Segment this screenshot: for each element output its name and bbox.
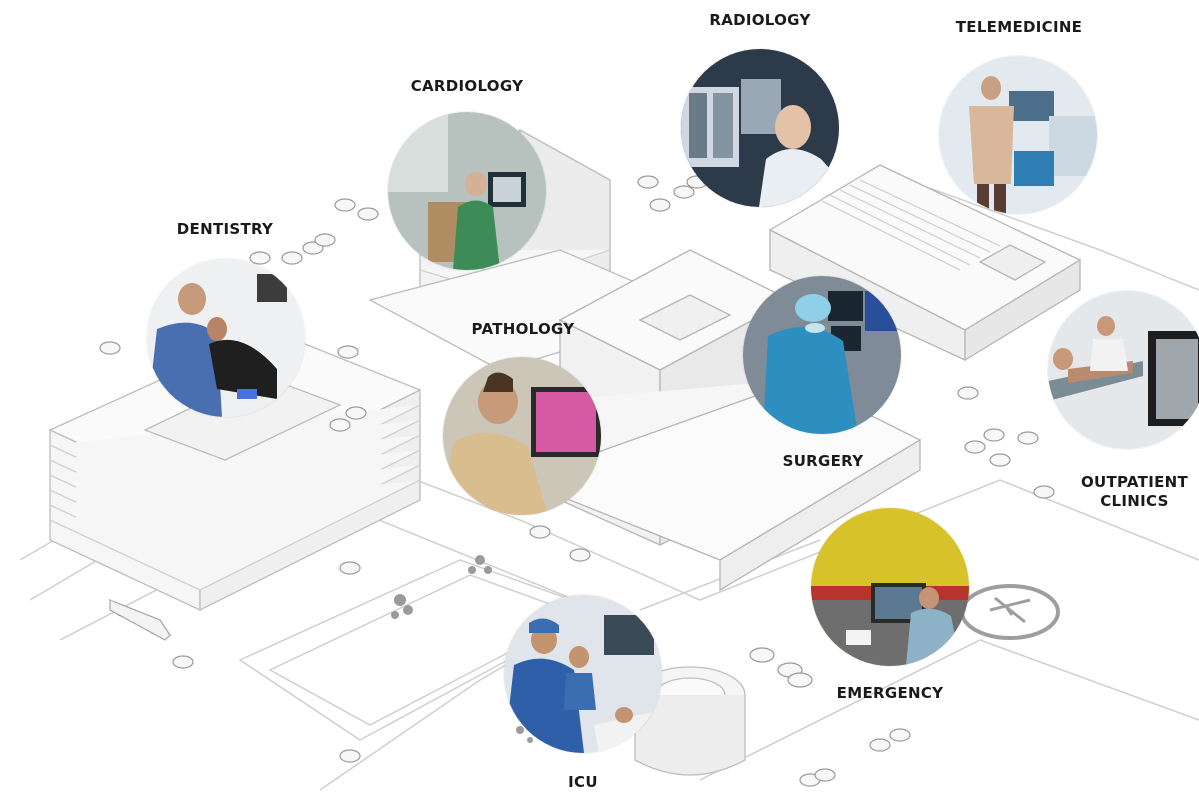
dentistry-photo (147, 259, 305, 417)
pathology-label: PATHOLOGY (471, 320, 575, 338)
surgery-photo (743, 276, 901, 434)
radiology-photo (681, 49, 839, 207)
cars (99, 175, 1055, 787)
telemedicine-label: TELEMEDICINE (955, 18, 1083, 36)
outpatient-clinics-photo (1048, 291, 1199, 449)
surgery-label: SURGERY (782, 452, 864, 470)
cardiology-photo (388, 112, 546, 270)
cardiology-label: CARDIOLOGY (410, 77, 524, 95)
round-building (634, 666, 746, 776)
emergency-label: EMERGENCY (836, 684, 944, 702)
emergency-photo (811, 508, 969, 666)
icu-label: ICU (568, 773, 598, 791)
dentistry-label: DENTISTRY (176, 220, 274, 238)
icu-photo (504, 595, 662, 753)
outpatient-clinics-label: OUTPATIENT CLINICS (1080, 473, 1189, 510)
pathology-photo (443, 357, 601, 515)
radiology-label: RADIOLOGY (709, 11, 811, 29)
trees (391, 555, 533, 743)
bus (108, 598, 172, 641)
helipad (960, 584, 1060, 640)
left-building (48, 329, 422, 612)
telemedicine-photo (939, 56, 1097, 214)
